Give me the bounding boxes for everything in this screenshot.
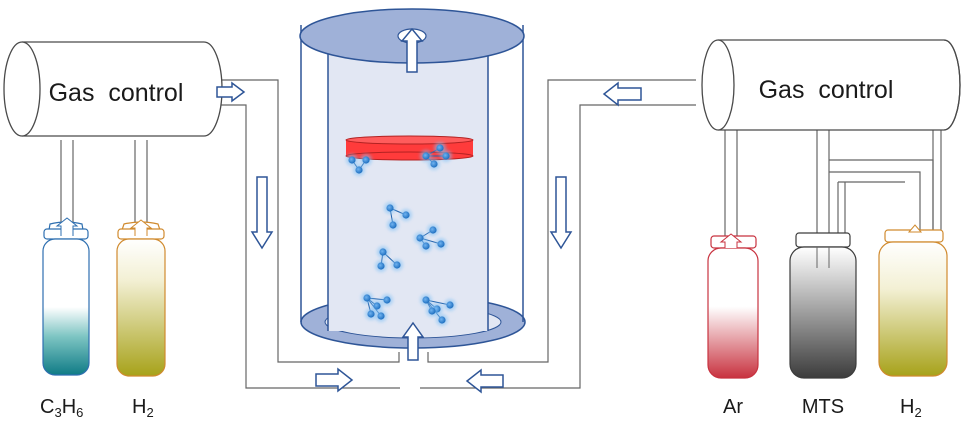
molecule-atom bbox=[379, 248, 387, 256]
right-feed-pipe-outer bbox=[427, 79, 696, 363]
molecule-atom bbox=[389, 221, 397, 229]
molecule-atom bbox=[383, 296, 391, 304]
inlet-arrow-up-icon bbox=[401, 321, 425, 361]
reactor-wall bbox=[328, 45, 488, 331]
left-gas-control: Gas control bbox=[3, 41, 223, 137]
molecule-atom bbox=[422, 296, 430, 304]
left-feed-pipe-outer bbox=[212, 79, 400, 363]
molecule-atom bbox=[367, 310, 375, 318]
bottle-label-c3h6: C3H6 bbox=[40, 396, 83, 420]
gas-pipes bbox=[60, 79, 942, 389]
molecule-atom bbox=[416, 234, 424, 242]
molecule-atom bbox=[436, 144, 444, 152]
bottle-h2-right bbox=[878, 224, 948, 377]
flow-arrow-left-icon bbox=[602, 81, 642, 107]
molecule-atom bbox=[348, 156, 356, 164]
molecule-atom bbox=[386, 204, 394, 212]
gas-molecules bbox=[346, 142, 456, 326]
bottle-ar bbox=[707, 233, 759, 379]
right-feed-pipe-inner bbox=[420, 104, 696, 389]
molecule-atom bbox=[422, 152, 430, 160]
bottle-label-mts: MTS bbox=[802, 396, 844, 418]
flow-arrow-right-icon bbox=[315, 367, 354, 393]
molecule-atom bbox=[363, 294, 371, 302]
bottle-label-h2-right: H2 bbox=[900, 396, 922, 420]
molecule-atom bbox=[438, 316, 446, 324]
bottle-label-h2-left: H2 bbox=[132, 396, 154, 420]
molecule-atom bbox=[442, 152, 450, 160]
molecule-atom bbox=[355, 166, 363, 174]
flow-arrow-right-icon bbox=[216, 81, 246, 103]
reactor-chamber bbox=[299, 8, 526, 361]
bottle-mts bbox=[789, 232, 857, 379]
flow-arrow-down-icon bbox=[549, 176, 573, 250]
exhaust-arrow-up-icon bbox=[400, 27, 424, 73]
left-feed-pipe-inner bbox=[212, 104, 400, 389]
molecule-atom bbox=[446, 301, 454, 309]
molecule-atom bbox=[393, 261, 401, 269]
molecule-atom bbox=[362, 156, 370, 164]
flow-arrow-down-icon bbox=[250, 176, 274, 250]
left-gas-control-label: Gas control bbox=[49, 79, 184, 107]
bottle-c3h6 bbox=[42, 217, 90, 376]
flow-arrows bbox=[216, 81, 642, 394]
molecule-atom bbox=[422, 242, 430, 250]
molecule-atom bbox=[373, 302, 381, 310]
molecule-atom bbox=[402, 211, 410, 219]
molecule-atom bbox=[429, 226, 437, 234]
molecule-atom bbox=[377, 262, 385, 270]
bottle-label-ar: Ar bbox=[723, 396, 743, 418]
molecule-atom bbox=[428, 307, 436, 315]
molecule-atom bbox=[437, 240, 445, 248]
molecule-atom bbox=[377, 312, 385, 320]
bottle-h2-left bbox=[116, 219, 166, 377]
molecule-atom bbox=[430, 160, 438, 168]
flow-arrow-left-icon bbox=[465, 368, 504, 394]
right-gas-control-label: Gas control bbox=[759, 76, 894, 104]
right-gas-control: Gas control bbox=[701, 39, 961, 131]
